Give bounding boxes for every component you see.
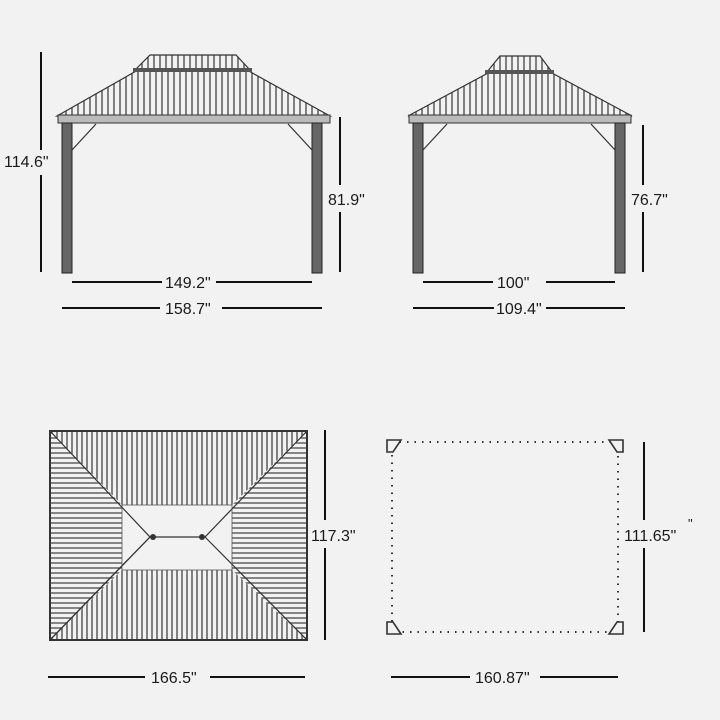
side-right-brace xyxy=(590,123,616,151)
top-hip-ridge xyxy=(204,536,308,641)
post-base-bottom-left xyxy=(386,621,403,635)
top-ridge-joint xyxy=(199,534,205,540)
side-beam xyxy=(408,114,632,124)
post-base-bottom-right xyxy=(607,621,624,635)
side-left-brace xyxy=(422,123,448,151)
side-view-gazebo xyxy=(407,55,633,274)
side-upper-tier-band xyxy=(485,70,554,74)
post-base-top-left xyxy=(386,439,403,453)
front-roof-outline xyxy=(54,69,333,117)
side-right-post xyxy=(614,122,626,274)
top-roof-outline xyxy=(49,430,308,641)
footprint-depth-label: 111.65" xyxy=(624,528,676,545)
front-inner-width-label: 149.2" xyxy=(165,275,211,292)
side-upper-roof-panels xyxy=(487,56,549,72)
front-post-height-label: 81.9" xyxy=(328,192,365,209)
front-upper-roof-outline xyxy=(133,54,252,71)
post-base-top-right xyxy=(607,439,624,453)
footprint-width-label: 160.87" xyxy=(475,670,530,687)
top-hip-ridges xyxy=(49,430,308,538)
front-left-brace xyxy=(71,123,97,151)
side-outer-width-label: 109.4" xyxy=(496,301,542,318)
top-roof-panels-sides xyxy=(50,432,307,639)
side-inner-width-label: 100" xyxy=(497,275,529,292)
front-outer-width-label: 158.7" xyxy=(165,301,211,318)
top-width-label: 166.5" xyxy=(151,670,197,687)
side-roof-panels xyxy=(409,72,632,116)
footprint-dotted-outline xyxy=(391,441,619,633)
front-right-brace xyxy=(287,123,313,151)
footprint-view xyxy=(386,439,624,635)
top-upper-tier-outline xyxy=(121,504,233,571)
top-hip-ridge xyxy=(49,536,151,641)
front-upper-tier-band xyxy=(133,68,252,72)
front-right-post xyxy=(311,122,323,274)
front-beam xyxy=(57,114,331,124)
top-ridge-joint xyxy=(150,534,156,540)
top-roof-panels-front-back xyxy=(51,431,303,640)
side-post-height-label: 76.7" xyxy=(631,192,668,209)
top-view-roof xyxy=(49,430,308,641)
front-view-gazebo xyxy=(54,54,333,274)
footprint-stray-mark: " xyxy=(688,516,693,531)
front-overall-height-label: 114.6" xyxy=(4,154,49,171)
front-left-post xyxy=(61,122,73,274)
top-depth-label: 117.3" xyxy=(311,528,356,545)
side-left-post xyxy=(412,122,424,274)
side-roof-outline xyxy=(407,71,633,117)
